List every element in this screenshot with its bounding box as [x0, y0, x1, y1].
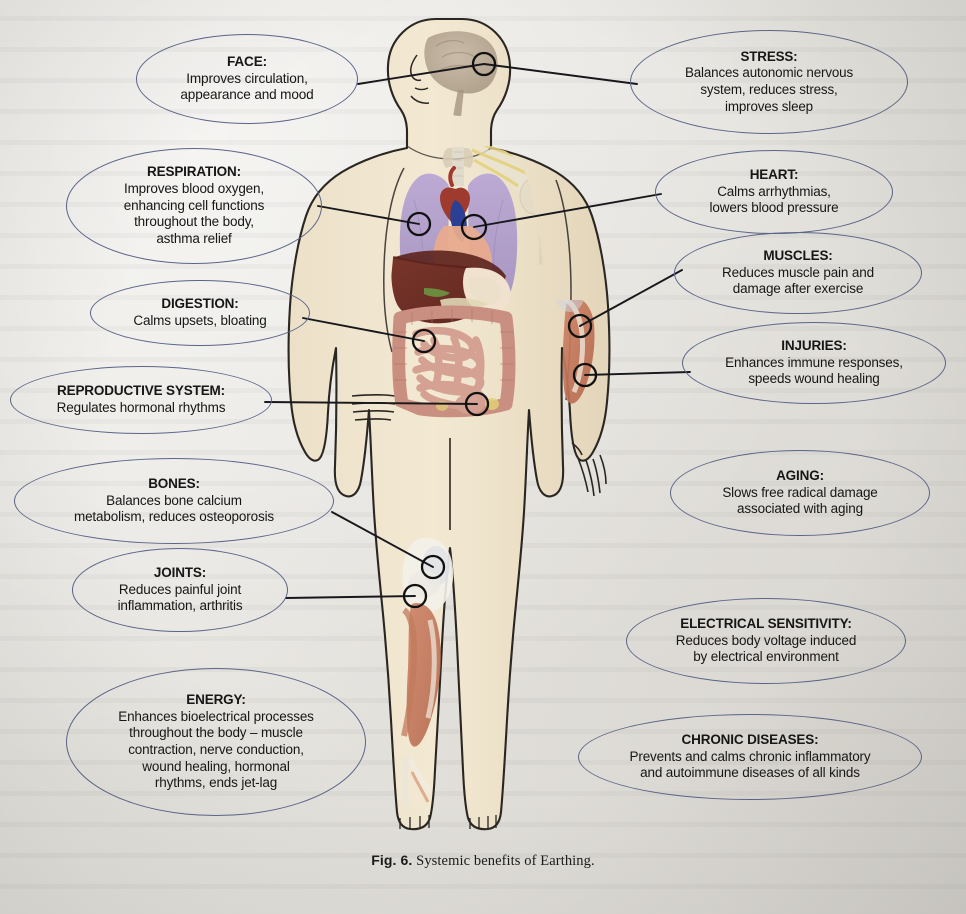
callout-line: Enhances bioelectrical processes — [118, 708, 314, 724]
callout-line: by electrical environment — [693, 649, 839, 665]
callout-line: lowers blood pressure — [709, 200, 839, 216]
callout-line: wound healing, hormonal — [142, 758, 290, 774]
callout-line: Balances autonomic nervous — [684, 65, 854, 81]
callout-body-reproductive: Regulates hormonal rhythms — [57, 400, 226, 417]
feet-toes — [399, 815, 497, 829]
callout-line: Balances bone calcium — [106, 492, 242, 508]
callout-heart: HEART:Calms arrhythmias,lowers blood pre… — [655, 150, 893, 234]
callout-line: Reduces muscle pain and — [722, 264, 874, 280]
callout-respiration: RESPIRATION:Improves blood oxygen,enhanc… — [66, 148, 322, 264]
callout-line: system, reduces stress, — [700, 82, 838, 97]
callout-line: Prevents and calms chronic inflammatory — [629, 748, 871, 764]
callout-reproductive: REPRODUCTIVE SYSTEM:Regulates hormonal r… — [10, 366, 272, 434]
callout-title-joints: JOINTS: — [153, 564, 207, 580]
callout-line: Calms upsets, bloating — [133, 313, 267, 328]
callout-line: Regulates hormonal rhythms — [56, 400, 226, 415]
torso-organs — [391, 146, 548, 418]
callout-body-heart: Calms arrhythmias,lowers blood pressure — [710, 184, 839, 217]
callout-title-energy: ENERGY: — [186, 691, 246, 707]
callout-title-electrical-sensitivity: ELECTRICAL SENSITIVITY: — [680, 615, 852, 631]
callout-line: metabolism, reduces osteoporosis — [73, 509, 275, 525]
figure-caption: Fig. 6. Systemic benefits of Earthing. — [0, 852, 966, 870]
callout-title-stress: STRESS: — [740, 48, 798, 64]
callout-line: appearance and mood — [180, 87, 314, 103]
callout-body-respiration: Improves blood oxygen,enhancing cell fun… — [124, 181, 265, 248]
callout-line: throughout the body – muscle — [129, 725, 303, 741]
callout-line: contraction, nerve conduction, — [128, 742, 304, 757]
callout-line: damage after exercise — [732, 281, 864, 297]
callout-title-heart: HEART: — [749, 166, 799, 182]
callout-line: throughout the body, — [134, 214, 254, 230]
callout-body-injuries: Enhances immune responses,speeds wound h… — [725, 355, 903, 388]
callout-title-reproductive: REPRODUCTIVE SYSTEM: — [56, 383, 226, 399]
callout-title-respiration: RESPIRATION: — [147, 164, 241, 180]
callout-line: Reduces body voltage induced — [675, 632, 857, 648]
callout-line: Reduces painful joint — [118, 581, 242, 597]
callout-title-injuries: INJURIES: — [781, 337, 847, 353]
callout-title-muscles: MUSCLES: — [763, 247, 833, 263]
callout-line: and autoimmune diseases of all kinds — [640, 765, 860, 781]
callout-line: speeds wound healing — [748, 371, 880, 387]
callout-title-digestion: DIGESTION: — [161, 296, 239, 312]
callout-title-bones: BONES: — [148, 475, 200, 491]
callout-line: associated with aging — [737, 501, 863, 517]
callout-line: enhancing cell functions — [123, 197, 265, 213]
callout-chronic-diseases: CHRONIC DISEASES:Prevents and calms chro… — [578, 714, 922, 800]
callout-line: Enhances immune responses, — [725, 354, 903, 370]
callout-injuries: INJURIES:Enhances immune responses,speed… — [682, 322, 946, 404]
callout-line: improves sleep — [725, 98, 813, 114]
callout-title-face: FACE: — [226, 53, 268, 69]
callout-body-face: Improves circulation,appearance and mood — [180, 71, 313, 105]
callout-line: inflammation, arthritis — [117, 598, 243, 614]
callout-title-chronic-diseases: CHRONIC DISEASES: — [681, 731, 819, 747]
thyroid-trachea — [442, 146, 474, 186]
callout-line: Calms arrhythmias, — [717, 183, 831, 199]
callout-line: Improves blood oxygen, — [123, 180, 265, 196]
callout-body-digestion: Calms upsets, bloating — [133, 313, 266, 330]
callout-face: FACE:Improves circulation,appearance and… — [136, 34, 358, 124]
callout-line: Slows free radical damage — [722, 484, 878, 500]
callout-line: Improves circulation, — [186, 70, 308, 86]
figure-caption-text: Systemic benefits of Earthing. — [416, 853, 595, 869]
callout-electrical-sensitivity: ELECTRICAL SENSITIVITY:Reduces body volt… — [626, 598, 906, 684]
callout-digestion: DIGESTION:Calms upsets, bloating — [90, 280, 310, 346]
callout-line: asthma relief — [156, 231, 232, 247]
figure-number: Fig. 6. — [371, 852, 413, 868]
callout-line: rhythms, ends jet-lag — [154, 775, 278, 791]
callout-title-aging: AGING: — [776, 467, 824, 483]
right-hand-fingers — [571, 442, 607, 497]
